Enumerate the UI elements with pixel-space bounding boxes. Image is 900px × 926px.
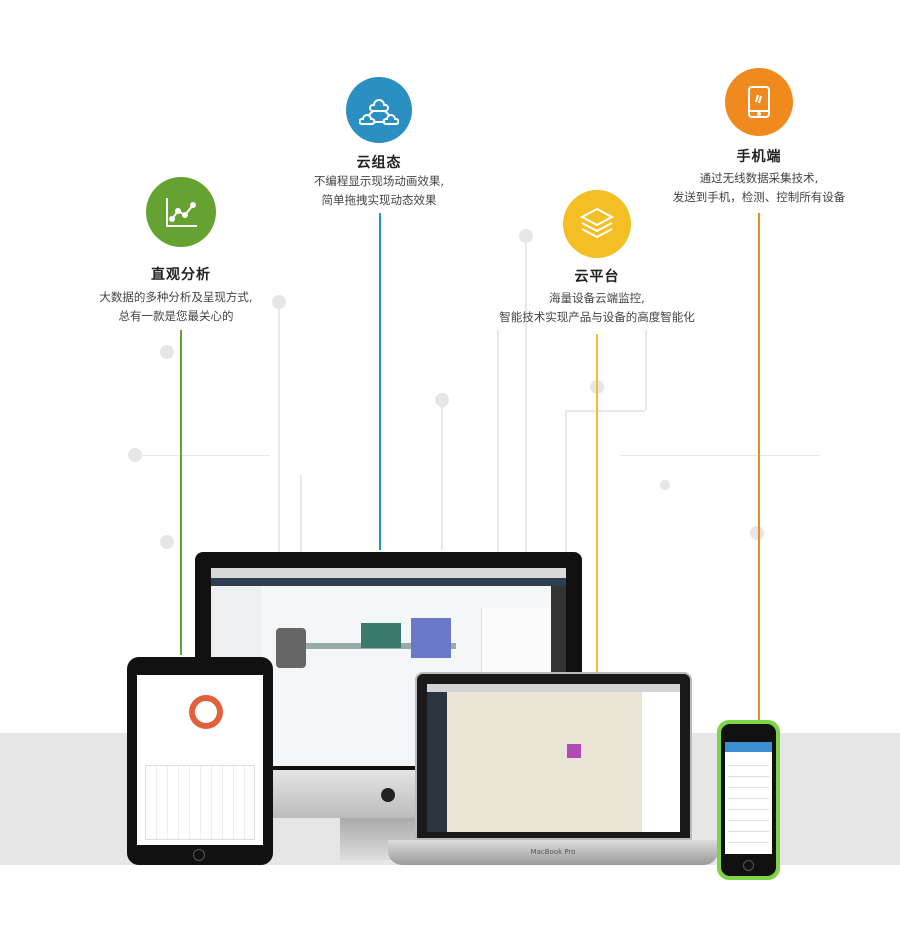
decor-dot: [660, 480, 670, 490]
desc-line: 发送到手机，检测、控制所有设备: [672, 190, 846, 204]
feature-desc: 不编程显示现场动画效果, 简单拖拽实现动态效果: [219, 172, 539, 210]
phone-device: [717, 720, 780, 880]
decor-line: [525, 235, 527, 555]
phone-screen: [725, 742, 772, 854]
home-button: [193, 849, 205, 861]
macbook-device: [415, 672, 692, 840]
desc-line: 简单拖拽实现动态效果: [321, 193, 437, 207]
decor-dot: [272, 295, 286, 309]
decor-dot: [160, 535, 174, 549]
laptop-brand-label: MacBook Pro: [530, 848, 576, 856]
decor-line: [497, 330, 499, 560]
decor-dot: [128, 448, 142, 462]
decor-line: [140, 455, 270, 456]
desc-line: 总有一款是您最关心的: [118, 309, 234, 323]
ipad-screen: [137, 675, 263, 845]
desc-line: 海量设备云端监控,: [549, 291, 645, 305]
feature-desc: 海量设备云端监控, 智能技术实现产品与设备的高度智能化: [437, 289, 757, 327]
cloud-platform-icon-circle: [563, 190, 631, 258]
macbook-base: MacBook Pro: [388, 840, 718, 865]
feature-title: 云平台: [574, 269, 620, 285]
mobile-phone-icon: [748, 86, 770, 118]
decor-line: [278, 300, 280, 560]
feature-desc: 通过无线数据采集技术, 发送到手机，检测、控制所有设备: [599, 169, 900, 207]
analysis-icon-circle: [146, 177, 216, 247]
decor-dot: [519, 229, 533, 243]
layers-icon: [579, 207, 615, 239]
connector-line: [596, 334, 598, 672]
decor-line: [565, 410, 645, 412]
decor-dot: [750, 526, 764, 540]
cloud-config-icon-circle: [346, 77, 412, 143]
feature-title: 手机端: [736, 149, 782, 165]
connector-line: [379, 213, 381, 550]
desc-line: 大数据的多种分析及呈现方式,: [99, 290, 253, 304]
line-chart-icon: [166, 198, 197, 227]
feature-title: 直观分析: [151, 267, 211, 283]
desc-line: 不编程显示现场动画效果,: [313, 174, 445, 188]
feature-desc: 大数据的多种分析及呈现方式, 总有一款是您最关心的: [16, 288, 336, 326]
feature-title: 云组态: [356, 155, 402, 171]
decor-line: [645, 330, 647, 410]
ipad-device: [127, 657, 273, 865]
decor-dot: [160, 345, 174, 359]
decor-line: [441, 400, 443, 550]
desc-line: 智能技术实现产品与设备的高度智能化: [499, 310, 695, 324]
desc-line: 通过无线数据采集技术,: [699, 171, 819, 185]
decor-line: [300, 475, 302, 555]
decor-line: [565, 410, 567, 560]
apple-logo-icon: [381, 788, 395, 802]
mobile-icon-circle: [725, 68, 793, 136]
decor-line: [620, 455, 820, 456]
connector-line: [180, 330, 182, 655]
decor-dot: [435, 393, 449, 407]
cloud-network-icon: [359, 99, 399, 125]
macbook-screen: [427, 684, 680, 832]
connector-line: [758, 213, 760, 730]
home-button: [743, 860, 754, 871]
